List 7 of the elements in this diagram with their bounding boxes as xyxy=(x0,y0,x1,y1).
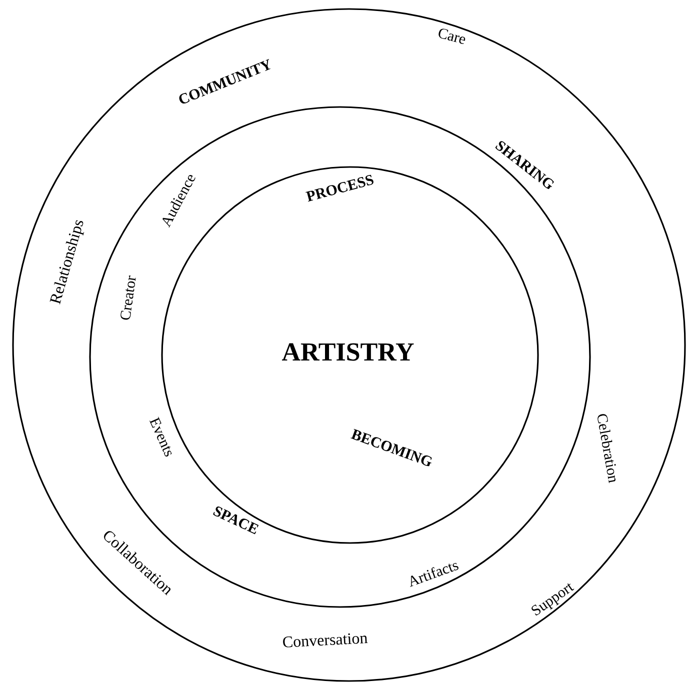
ring-label: Celebration xyxy=(598,414,616,484)
ring-label: Care xyxy=(438,28,466,44)
ring-label: Events xyxy=(149,416,172,457)
ring-label: Artifacts xyxy=(410,562,458,587)
ring-label: Creator xyxy=(120,276,136,320)
ring-label: Conversation xyxy=(283,633,368,648)
core-label: ARTISTRY xyxy=(282,343,414,361)
